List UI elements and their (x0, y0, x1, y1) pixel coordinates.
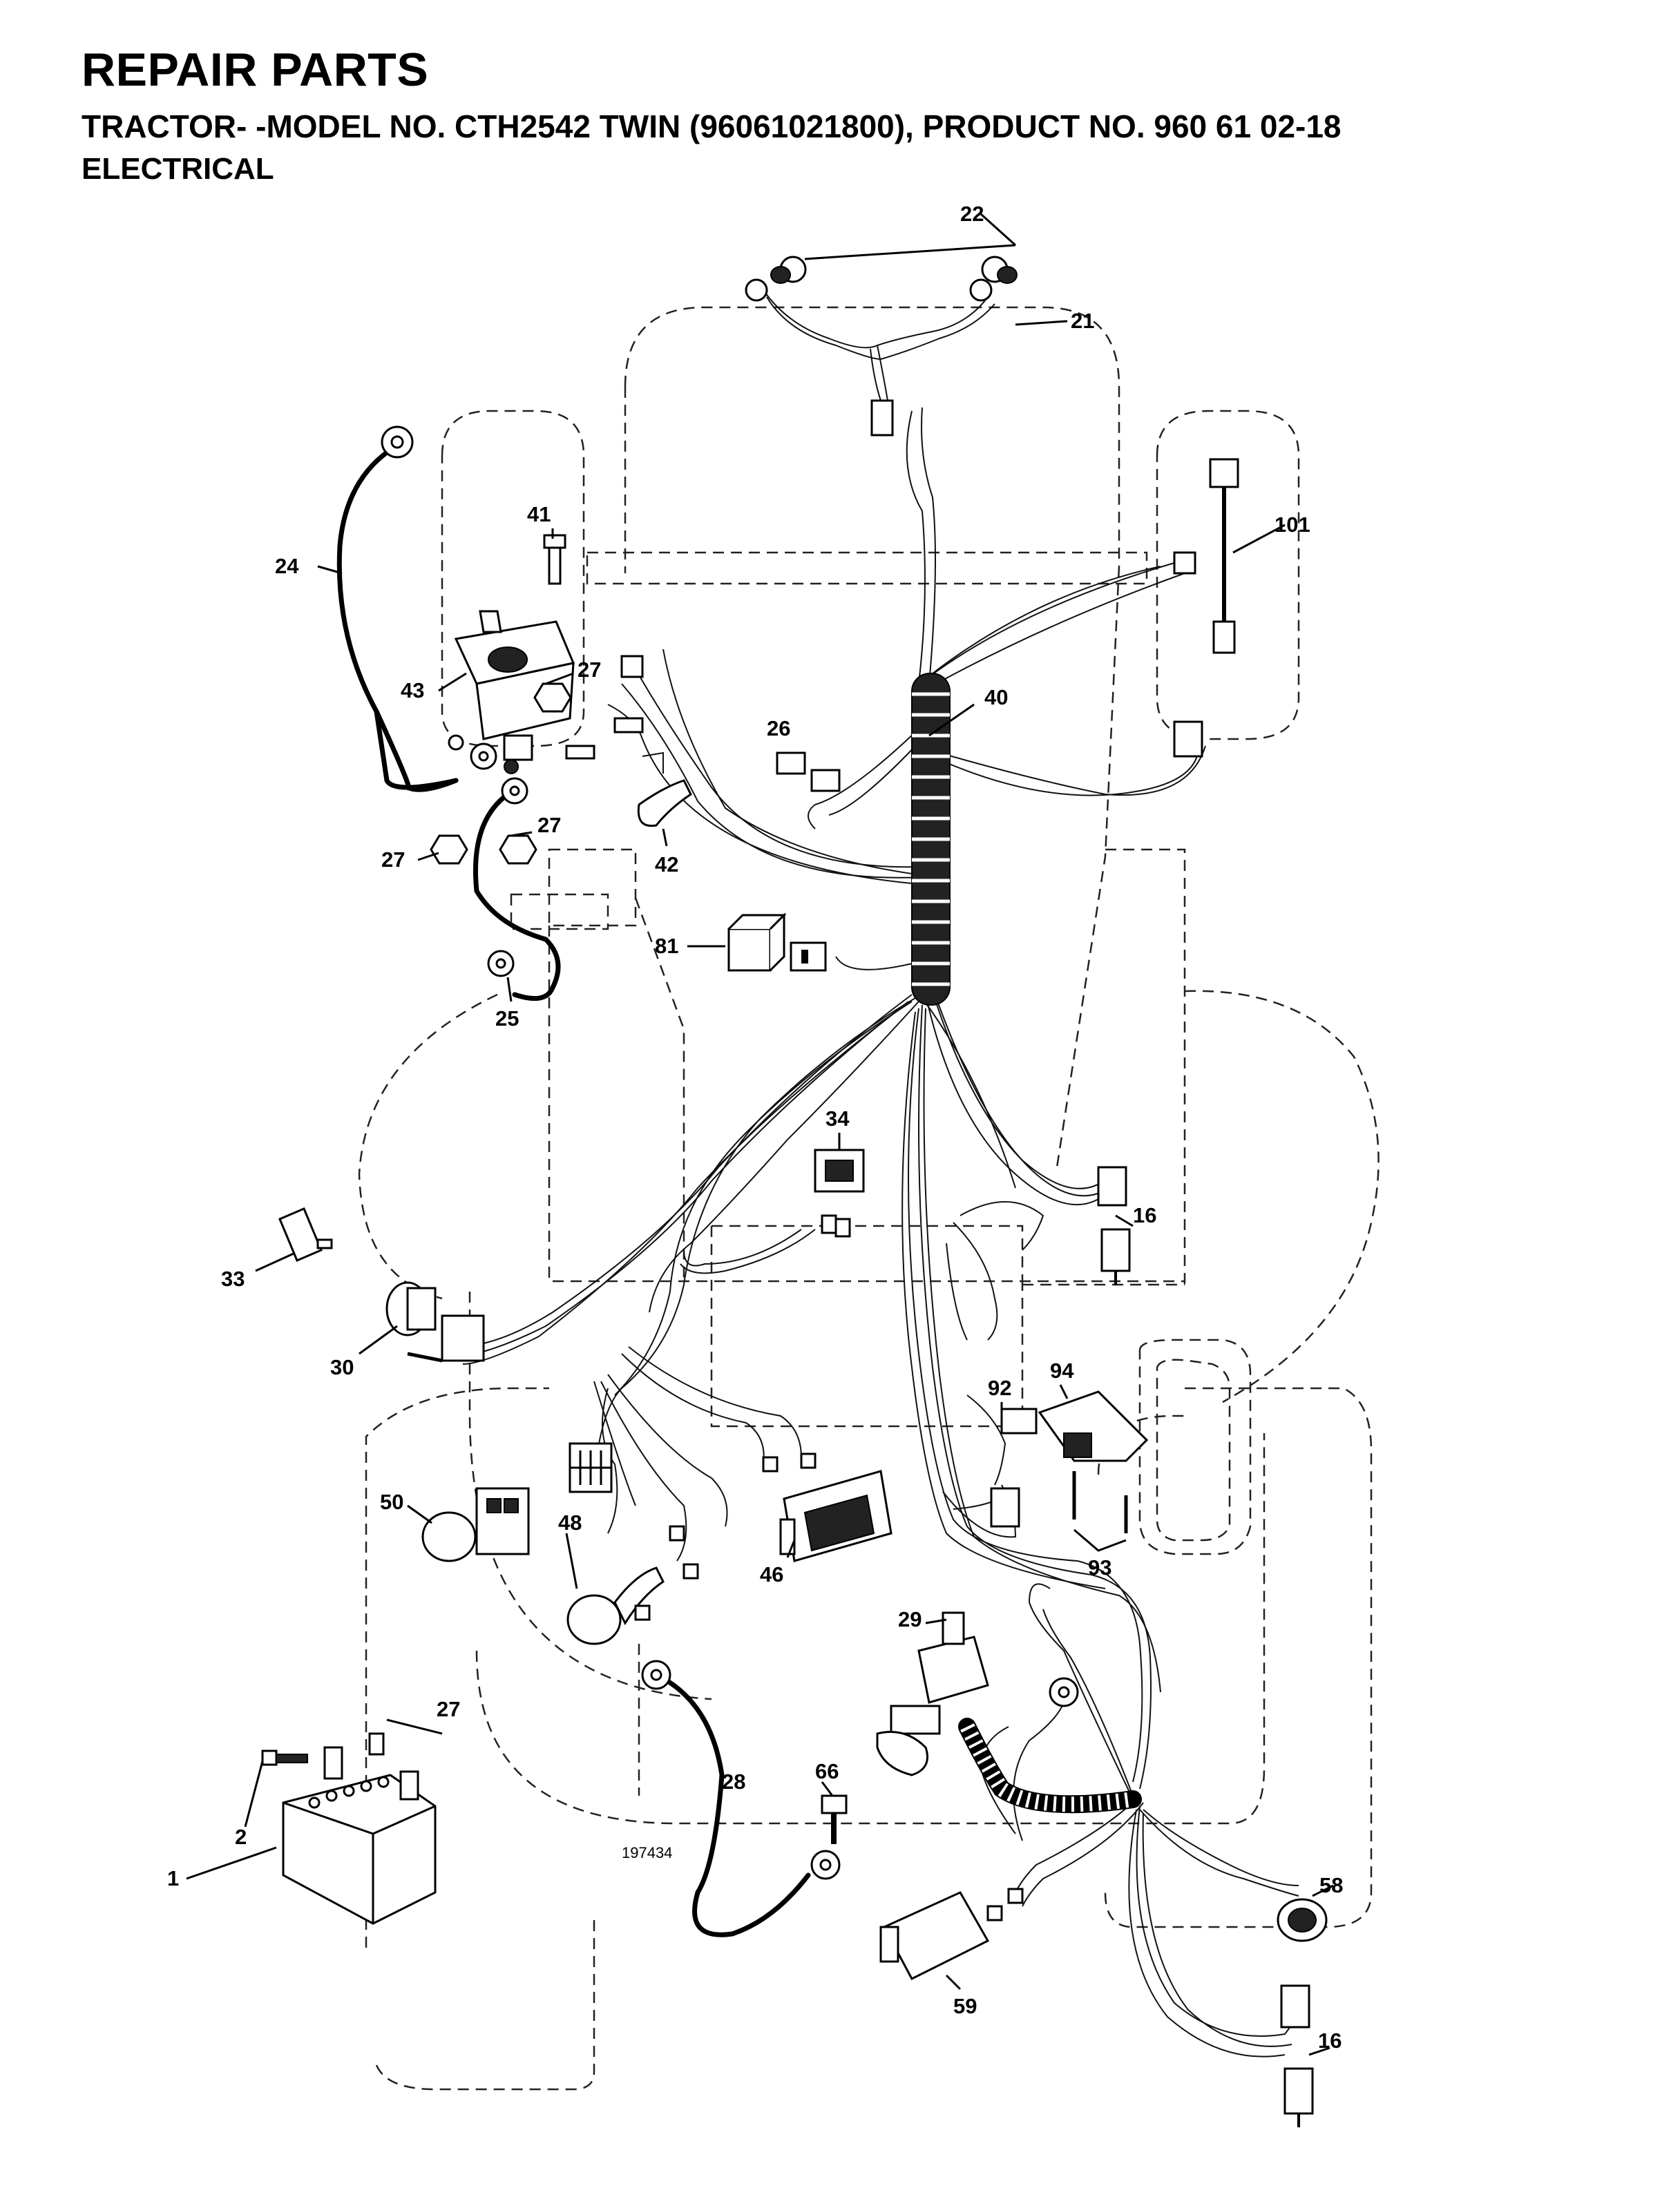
callout-40: 40 (984, 685, 1008, 709)
callout-28: 28 (722, 1770, 745, 1794)
callout-25: 25 (495, 1006, 519, 1030)
figure-number: 197434 (622, 1844, 672, 1861)
control-59 (879, 1888, 1024, 1980)
nuts-27 (368, 682, 572, 1756)
callout-42: 42 (655, 852, 678, 876)
callout-30: 30 (330, 1355, 354, 1379)
callout-27-right: 27 (537, 813, 561, 837)
callout-16-upper: 16 (1133, 1203, 1156, 1227)
callout-2: 2 (235, 1825, 247, 1849)
callout-66: 66 (815, 1759, 839, 1783)
callout-101: 101 (1275, 512, 1310, 537)
headlight-bulbs (770, 256, 1018, 284)
multi-pin-connector (569, 1442, 613, 1493)
leader-lines (186, 213, 1334, 2056)
switch-34 (814, 1149, 865, 1238)
battery-bolt-2 (261, 1749, 308, 1766)
connectors-26 (565, 655, 841, 792)
callout-33: 33 (221, 1267, 245, 1291)
callout-24: 24 (275, 554, 299, 578)
pto-switch-50 (421, 1487, 530, 1562)
callout-43: 43 (401, 678, 424, 702)
callout-93: 93 (1088, 1555, 1111, 1580)
callout-94: 94 (1050, 1359, 1074, 1383)
callout-27-top: 27 (578, 658, 601, 682)
callout-59: 59 (953, 1994, 977, 2018)
callout-labels: 22 21 101 41 24 43 27 40 26 27 27 42 81 … (167, 202, 1343, 2053)
hour-meter-46 (779, 1470, 892, 1562)
module-94 (1038, 1390, 1149, 1462)
page-title: REPAIR PARTS (82, 44, 429, 96)
callout-16-lower: 16 (1318, 2029, 1342, 2053)
callout-34: 34 (825, 1106, 850, 1131)
connector-92 (990, 1408, 1038, 1528)
relay-81 (727, 912, 827, 972)
headlight-harness (745, 278, 995, 437)
connector-16-lower (1280, 1984, 1314, 2127)
seat-switch-29 (876, 1611, 989, 1776)
callout-58: 58 (1319, 1873, 1343, 1897)
callout-50: 50 (380, 1490, 403, 1514)
callout-27-left: 27 (381, 847, 405, 872)
screw-66 (821, 1794, 848, 1844)
callout-1: 1 (167, 1866, 179, 1890)
ignition-key-33 (278, 1207, 333, 1262)
model-line: TRACTOR- -MODEL NO. CTH2542 TWIN (960610… (82, 108, 1342, 144)
ignition-switch-30 (385, 1281, 485, 1363)
callout-21: 21 (1071, 309, 1094, 333)
bolt-41 (543, 534, 566, 585)
callout-48: 48 (558, 1511, 582, 1535)
ring-terminals (381, 425, 1079, 1880)
callout-29: 29 (898, 1607, 922, 1631)
callout-22: 22 (960, 202, 984, 226)
callout-81: 81 (655, 934, 678, 958)
ground-cables (336, 450, 811, 1937)
socket-48 (566, 1452, 817, 1645)
battery-1 (282, 1746, 437, 1925)
callout-46: 46 (760, 1562, 783, 1586)
callout-41: 41 (527, 502, 551, 526)
switch-58 (1277, 1898, 1328, 1942)
wire-lead-101 (1173, 458, 1239, 758)
callout-26: 26 (767, 716, 790, 740)
screws-93 (1072, 1471, 1128, 1552)
callout-27-battery: 27 (437, 1697, 460, 1721)
connector-16-upper (1097, 1166, 1131, 1285)
wiring-harness (455, 407, 1299, 2058)
lower-harness-coil (958, 1718, 1142, 1814)
section-title: ELECTRICAL (82, 152, 274, 186)
callout-92: 92 (988, 1376, 1011, 1400)
terminal-boot-42 (637, 751, 692, 827)
harness-sheath-coil (911, 673, 951, 1006)
